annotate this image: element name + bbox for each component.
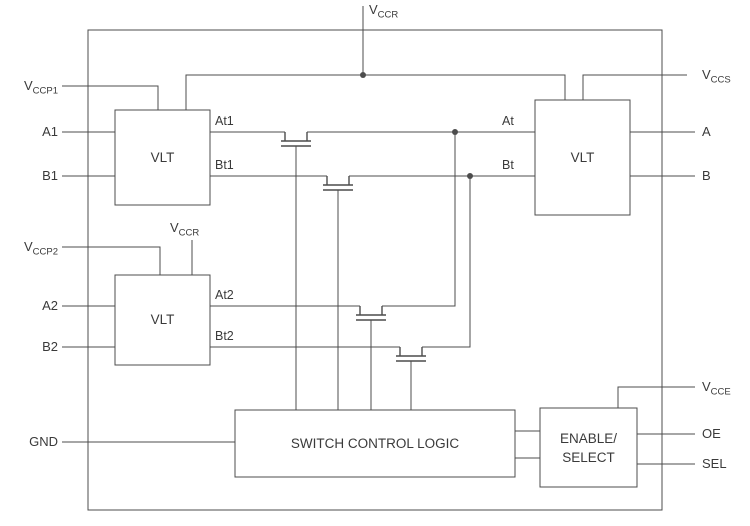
pin-label-gnd-text: GND xyxy=(29,434,58,449)
pin-label-a1-text: A1 xyxy=(42,124,58,139)
wire-vccr-rail xyxy=(185,74,566,110)
enable-select-label-line2: SELECT xyxy=(562,450,615,465)
enable-select-label-line1: ENABLE/ xyxy=(559,431,618,446)
junction-dot-at xyxy=(452,129,458,135)
pin-label-vccp1-sub: CCP1 xyxy=(32,85,58,97)
net-label-bt2: Bt2 xyxy=(215,329,234,343)
enable-select-block xyxy=(539,407,638,488)
wire-vcce xyxy=(617,386,695,408)
net-label-at1: At1 xyxy=(215,114,234,128)
pin-label-vcce-sub: CCE xyxy=(710,386,731,398)
pin-label-b1: B1 xyxy=(0,168,58,183)
pass-transistor-1-icon xyxy=(280,131,312,147)
pin-label-vccr-top-sub: CCR xyxy=(377,9,399,21)
vlt2-block-label: VLT xyxy=(150,312,175,327)
pin-label-oe: OE xyxy=(702,426,721,441)
junction-dot-vccr xyxy=(360,72,366,78)
pin-label-b1-text: B1 xyxy=(42,168,58,183)
pin-label-b2-text: B2 xyxy=(42,339,58,354)
pin-label-vcce-text: V xyxy=(702,379,711,394)
pin-label-oe-text: OE xyxy=(702,426,721,441)
pin-label-b: B xyxy=(702,168,711,183)
wire-bt2-riser xyxy=(422,176,471,348)
net-label-at: At xyxy=(502,114,514,128)
switch-control-logic-block xyxy=(234,409,516,478)
pass-transistor-3-icon xyxy=(355,305,387,321)
pin-label-a-text: A xyxy=(702,124,711,139)
pass-transistor-2-icon xyxy=(322,175,354,191)
pin-label-vccr-top-text: V xyxy=(369,2,378,17)
pin-label-sel-text: SEL xyxy=(702,456,727,471)
wire-vccs xyxy=(582,74,687,100)
pin-label-a1: A1 xyxy=(0,124,58,139)
pass-transistor-4-icon xyxy=(395,346,427,362)
chip-boundary xyxy=(87,29,663,511)
pin-label-vcce: VCCE xyxy=(702,379,731,400)
pin-label-vccp2: VCCP2 xyxy=(0,239,58,260)
pin-label-vccp2-text: V xyxy=(23,239,33,254)
vlt1-block xyxy=(114,109,211,206)
pin-label-vccs-text: V xyxy=(702,67,711,82)
pin-label-a2-text: A2 xyxy=(42,298,58,313)
vlt2-block xyxy=(114,274,211,366)
pin-label-vccp1-text: V xyxy=(23,78,33,93)
pin-label-gnd: GND xyxy=(0,434,58,449)
pin-label-a2: A2 xyxy=(0,298,58,313)
wire-vccp1 xyxy=(62,85,159,110)
enable-select-label: ENABLE/SELECT xyxy=(540,429,637,467)
pin-label-vccr-top: VCCR xyxy=(369,2,398,23)
pin-label-vccr-inner-sub: CCR xyxy=(178,227,200,239)
pin-label-vccr-inner-text: V xyxy=(170,220,179,235)
pin-label-sel: SEL xyxy=(702,456,727,471)
pin-label-vccr-inner: VCCR xyxy=(170,220,199,241)
pin-label-vccp1: VCCP1 xyxy=(0,78,58,99)
vlt3-block-label: VLT xyxy=(570,150,595,165)
wire-at2-riser xyxy=(382,132,456,307)
net-label-bt: Bt xyxy=(502,158,514,172)
net-label-bt1: Bt1 xyxy=(215,158,234,172)
pin-label-vccp2-sub: CCP2 xyxy=(32,246,58,258)
pin-label-b-text: B xyxy=(702,168,711,183)
pin-label-vccs-sub: CCS xyxy=(710,74,731,86)
switch-control-logic-label: SWITCH CONTROL LOGIC xyxy=(290,436,460,451)
wire-vccp2 xyxy=(62,246,161,275)
junction-dot-bt xyxy=(467,173,473,179)
pin-label-b2: B2 xyxy=(0,339,58,354)
pin-label-vccs: VCCS xyxy=(702,67,731,88)
vlt1-block-label: VLT xyxy=(150,150,175,165)
net-label-at2: At2 xyxy=(215,288,234,302)
pin-label-a: A xyxy=(702,124,711,139)
